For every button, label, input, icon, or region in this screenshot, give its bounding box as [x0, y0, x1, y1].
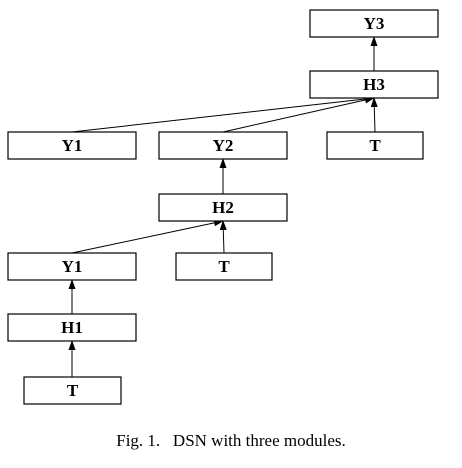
node-y3-top-label: Y3 — [364, 14, 385, 33]
node-y3-top-box — [309, 9, 439, 38]
edge-y2-mid-to-h3 — [222, 96, 375, 133]
node-y1-mid: Y1 — [7, 131, 137, 160]
node-h3: H3 — [309, 70, 439, 99]
edge-y1-mid-to-h3 — [71, 95, 375, 133]
node-t-low-box — [175, 252, 273, 281]
node-h1: H1 — [7, 313, 137, 342]
edges-layer — [68, 36, 378, 377]
node-y1-low-box — [7, 252, 137, 281]
node-y1-mid-label: Y1 — [62, 136, 83, 155]
node-y3-top: Y3 — [309, 9, 439, 38]
node-t-low-label: T — [218, 257, 230, 276]
node-h2-label: H2 — [212, 198, 234, 217]
node-h3-box — [309, 70, 439, 99]
edge-y1-low-to-h2 — [71, 219, 224, 254]
node-t-mid-label: T — [369, 136, 381, 155]
node-h2-box — [158, 193, 288, 222]
figure-caption: Fig. 1. DSN with three modules. — [116, 431, 346, 450]
node-y2-mid-label: Y2 — [213, 136, 234, 155]
node-t-bottom-label: T — [67, 381, 79, 400]
node-y1-low: Y1 — [7, 252, 137, 281]
node-y2-mid-box — [158, 131, 288, 160]
node-t-bottom: T — [23, 376, 122, 405]
node-y1-mid-box — [7, 131, 137, 160]
node-t-bottom-box — [23, 376, 122, 405]
node-h3-label: H3 — [363, 75, 385, 94]
node-y1-low-label: Y1 — [62, 257, 83, 276]
node-h1-box — [7, 313, 137, 342]
node-y2-mid: Y2 — [158, 131, 288, 160]
node-h1-label: H1 — [61, 318, 83, 337]
edge-t-mid-to-h3 — [370, 97, 378, 133]
node-t-mid: T — [326, 131, 424, 160]
node-t-mid-box — [326, 131, 424, 160]
node-h2: H2 — [158, 193, 288, 222]
edge-t-low-to-h2 — [219, 220, 227, 254]
node-t-low: T — [175, 252, 273, 281]
